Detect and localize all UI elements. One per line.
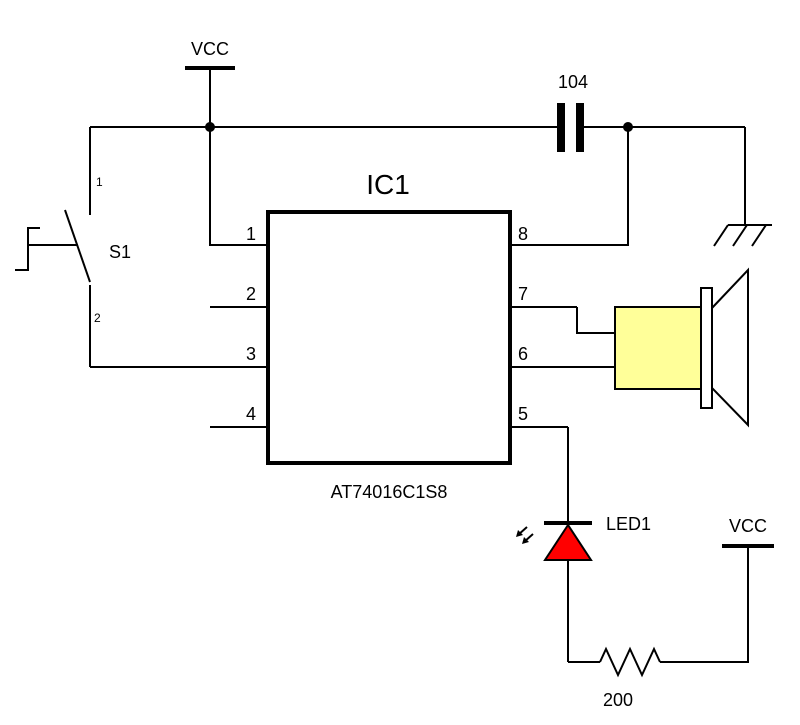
pin-2-label: 2 xyxy=(246,284,256,304)
pin-6-label: 6 xyxy=(518,344,528,364)
pin-5-label: 5 xyxy=(518,404,528,424)
led-ref: LED1 xyxy=(606,514,651,534)
speaker-icon xyxy=(614,267,749,428)
ic-part-number: AT74016C1S8 xyxy=(331,482,448,502)
wire-resistor-vcc xyxy=(660,546,749,663)
capacitor-value: 104 xyxy=(558,72,588,92)
wire-pin7-speaker xyxy=(576,307,615,334)
switch-pin-2: 2 xyxy=(94,311,101,325)
vcc-top-label: VCC xyxy=(191,39,229,59)
led1: LED1 xyxy=(516,514,651,561)
vcc-top-symbol: VCC xyxy=(185,39,235,127)
pin-7-label: 7 xyxy=(518,284,528,304)
wire-vcc-pin1 xyxy=(209,127,268,246)
wire-cap-pin8 xyxy=(510,127,629,246)
resistor-value: 200 xyxy=(603,690,633,710)
pin-3-label: 3 xyxy=(246,344,256,364)
switch-ref: S1 xyxy=(109,242,131,262)
ic-ref: IC1 xyxy=(366,169,410,200)
vcc-bottom-symbol: VCC xyxy=(722,516,774,548)
vcc-bottom-label: VCC xyxy=(729,516,767,536)
pin-1-label: 1 xyxy=(246,224,256,244)
top-rail xyxy=(90,122,745,132)
pin-8-label: 8 xyxy=(518,224,528,244)
ground-symbol xyxy=(713,127,772,247)
capacitor: 104 xyxy=(557,72,588,152)
ic1: IC1 AT74016C1S8 1 2 3 4 5 6 7 8 xyxy=(210,169,615,502)
switch-s1: S1 1 2 xyxy=(15,127,268,368)
pin-4-label: 4 xyxy=(246,404,256,424)
resistor: 200 xyxy=(599,646,661,710)
switch-pin-1: 1 xyxy=(96,175,103,189)
